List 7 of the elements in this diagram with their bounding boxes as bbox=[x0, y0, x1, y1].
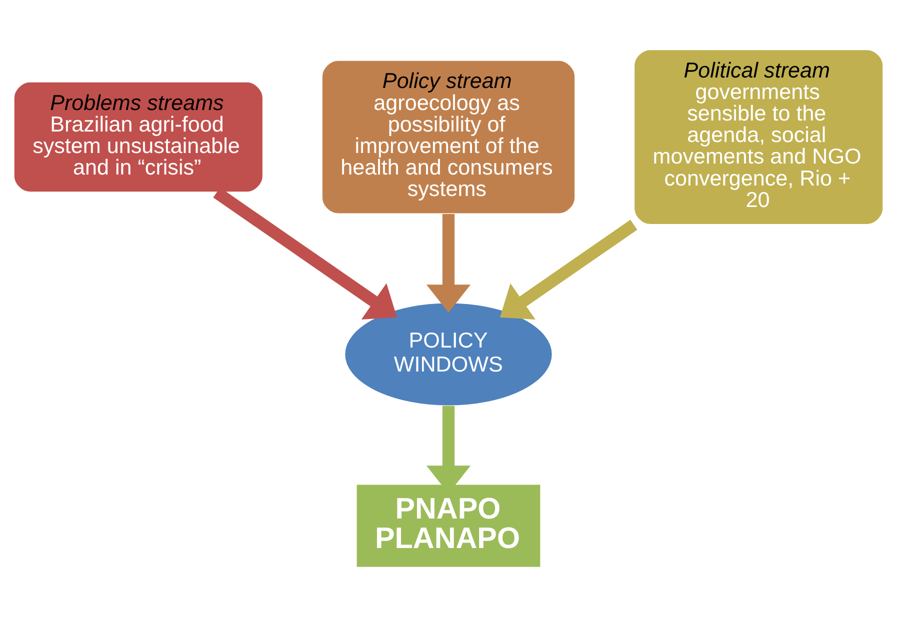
arrow bbox=[500, 220, 638, 320]
node-box: Policy stream agroecology as possibility of improvement of the health and consumers systems bbox=[321, 60, 576, 215]
node-box: PNAPO PLANAPO bbox=[355, 483, 542, 568]
node-ellipse: POLICY WINDOWS bbox=[344, 302, 554, 407]
arrow bbox=[426, 214, 471, 313]
node-box: Political stream governments sensible to the agenda, social movements and NGO convergence, Rio + 20 bbox=[633, 48, 884, 226]
node-box: Problems streams Brazilian agri-food system unsustainable and in “crisis” bbox=[13, 81, 264, 193]
